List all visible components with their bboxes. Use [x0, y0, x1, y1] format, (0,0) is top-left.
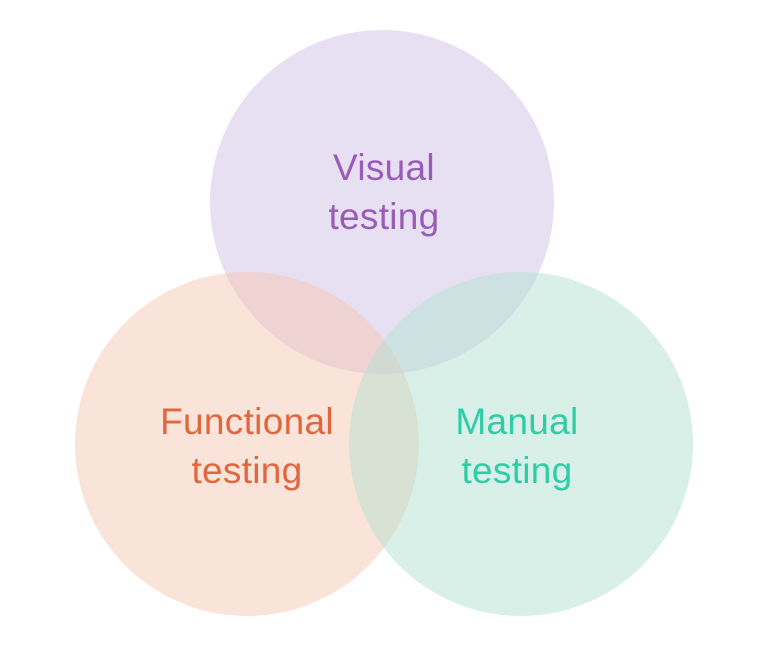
circle-manual-testing [349, 272, 693, 616]
label-functional-testing-line1: Functional [160, 401, 334, 442]
label-manual-testing: Manual testing [455, 397, 578, 495]
label-visual-testing-line2: testing [328, 196, 440, 237]
label-manual-testing-line1: Manual [455, 401, 579, 442]
label-manual-testing-line2: testing [461, 450, 573, 491]
label-visual-testing: Visual testing [328, 143, 439, 241]
label-visual-testing-line1: Visual [333, 147, 435, 188]
label-functional-testing-line2: testing [191, 450, 303, 491]
label-functional-testing: Functional testing [160, 397, 334, 495]
